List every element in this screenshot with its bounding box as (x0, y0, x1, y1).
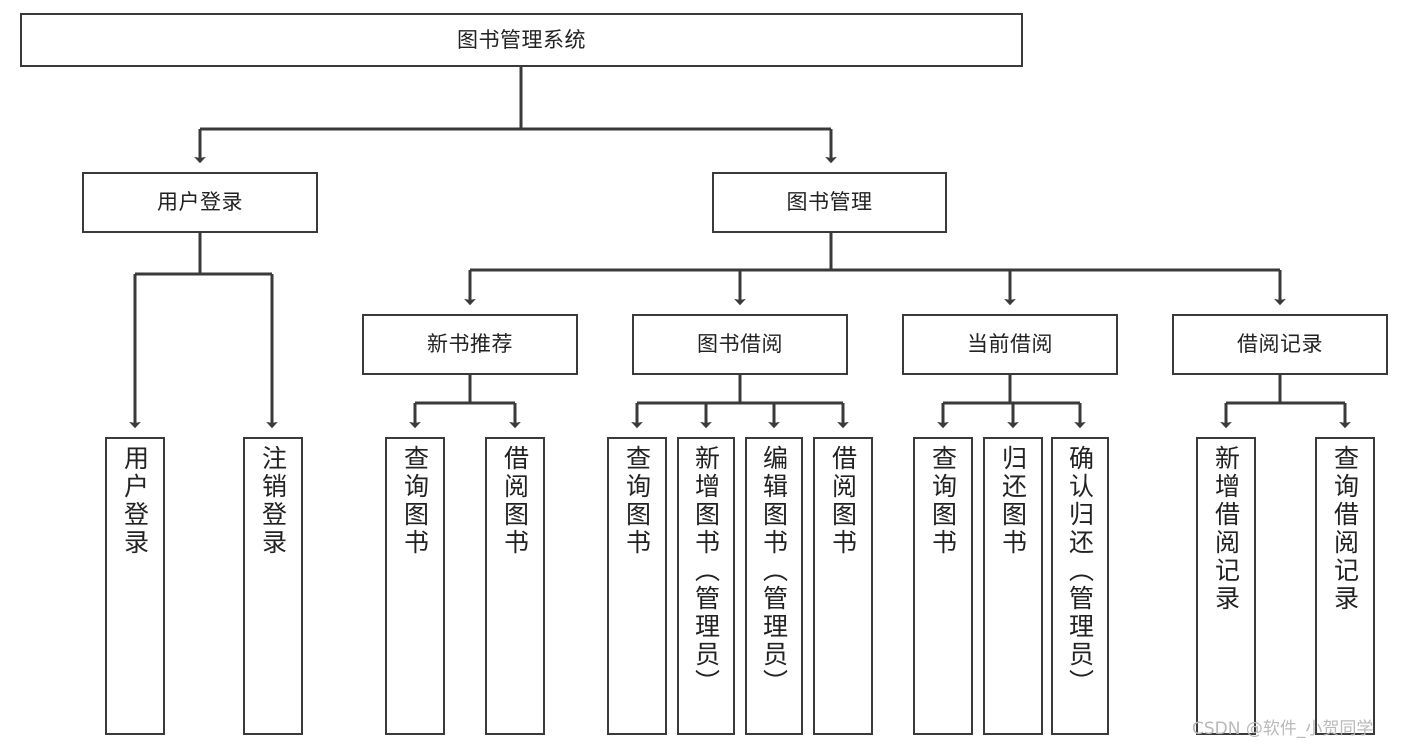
node-leaf-borrow-book-label: 借阅图书 (828, 445, 858, 557)
node-new-book-rec-label: 新书推荐 (427, 332, 513, 357)
node-current-borrow-label: 当前借阅 (967, 332, 1053, 357)
node-book-borrow-label: 图书借阅 (697, 332, 783, 357)
node-user-login-label: 用户登录 (157, 190, 243, 215)
node-leaf-query-book-borrow-label: 查询图书 (622, 445, 652, 557)
node-book-borrow[interactable]: 图书借阅 (632, 314, 848, 375)
node-leaf-query-book-rec[interactable]: 查询图书 (385, 437, 445, 735)
node-user-login[interactable]: 用户登录 (82, 172, 318, 233)
node-new-book-rec[interactable]: 新书推荐 (362, 314, 578, 375)
node-leaf-add-book-label: 新增图书（管理员） (691, 445, 721, 697)
node-leaf-confirm-return[interactable]: 确认归还（管理员） (1051, 437, 1109, 735)
node-leaf-query-book-current[interactable]: 查询图书 (913, 437, 973, 735)
node-root[interactable]: 图书管理系统 (20, 13, 1023, 67)
node-book-manage-label: 图书管理 (786, 190, 873, 215)
node-leaf-add-book[interactable]: 新增图书（管理员） (677, 437, 735, 735)
node-current-borrow[interactable]: 当前借阅 (902, 314, 1118, 375)
node-leaf-user-logout[interactable]: 注销登录 (243, 437, 303, 735)
node-leaf-return-book-label: 归还图书 (998, 445, 1028, 557)
node-leaf-return-book[interactable]: 归还图书 (983, 437, 1043, 735)
node-leaf-edit-book-label: 编辑图书（管理员） (759, 445, 789, 697)
node-leaf-user-login-label: 用户登录 (120, 445, 150, 557)
node-leaf-add-record-label: 新增借阅记录 (1211, 445, 1241, 613)
node-leaf-query-record[interactable]: 查询借阅记录 (1315, 437, 1375, 735)
node-borrow-record[interactable]: 借阅记录 (1172, 314, 1388, 375)
node-leaf-borrow-book[interactable]: 借阅图书 (813, 437, 873, 735)
node-leaf-confirm-return-label: 确认归还（管理员） (1065, 445, 1095, 697)
node-leaf-borrow-book-rec[interactable]: 借阅图书 (485, 437, 545, 735)
node-leaf-query-record-label: 查询借阅记录 (1330, 445, 1360, 613)
node-leaf-edit-book[interactable]: 编辑图书（管理员） (745, 437, 803, 735)
node-root-label: 图书管理系统 (457, 27, 586, 52)
node-leaf-query-book-current-label: 查询图书 (928, 445, 958, 557)
node-book-manage[interactable]: 图书管理 (712, 172, 947, 233)
csdn-watermark: CSDN @软件_小贺同学 (1192, 719, 1374, 739)
node-leaf-user-login[interactable]: 用户登录 (105, 437, 165, 735)
node-leaf-user-logout-label: 注销登录 (258, 445, 288, 557)
node-borrow-record-label: 借阅记录 (1237, 332, 1323, 357)
node-leaf-query-book-borrow[interactable]: 查询图书 (607, 437, 667, 735)
node-leaf-add-record[interactable]: 新增借阅记录 (1196, 437, 1256, 735)
node-leaf-query-book-rec-label: 查询图书 (400, 445, 430, 557)
node-leaf-borrow-book-rec-label: 借阅图书 (500, 445, 530, 557)
